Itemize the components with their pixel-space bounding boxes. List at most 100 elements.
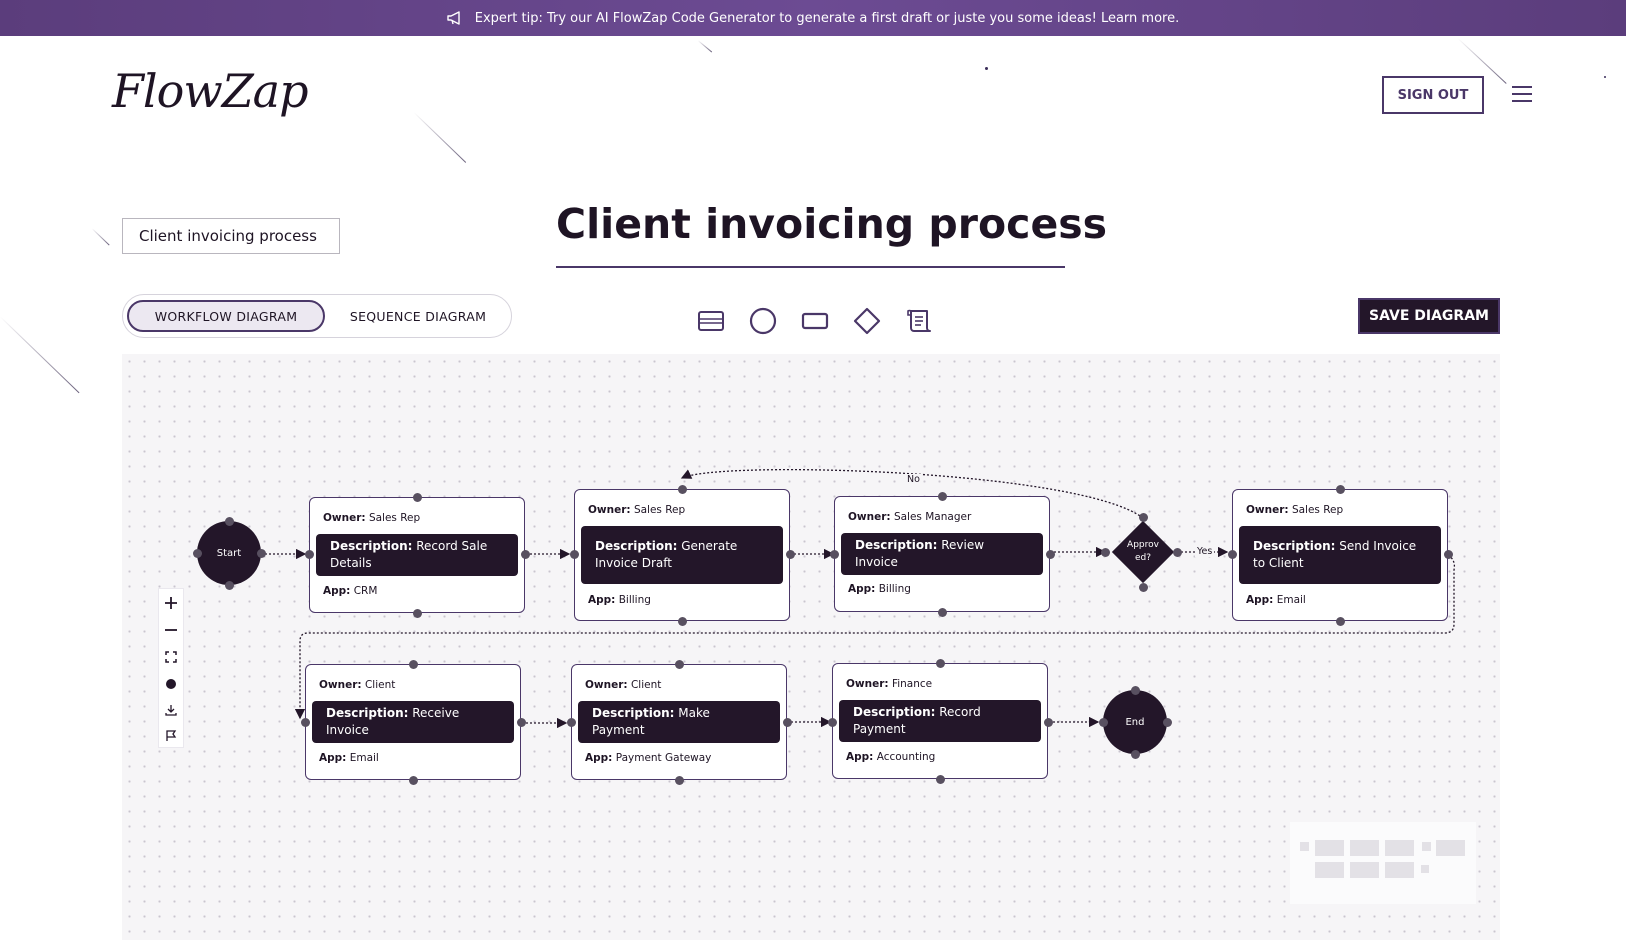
- connection-handle[interactable]: [677, 484, 687, 494]
- fit-view-icon[interactable]: [159, 644, 183, 670]
- zoom-in-icon[interactable]: [159, 590, 183, 616]
- diagram-name-input[interactable]: [122, 218, 340, 254]
- card-app: App: Billing: [588, 594, 651, 606]
- decorative-dot: [985, 67, 988, 70]
- card-generate-invoice[interactable]: Owner: Sales Rep Description: Generate I…: [574, 489, 790, 621]
- minimap-node: [1385, 840, 1414, 856]
- banner-text[interactable]: Expert tip: Try our AI FlowZap Code Gene…: [474, 10, 1180, 26]
- connection-handle[interactable]: [412, 492, 422, 502]
- card-node-tool[interactable]: [696, 306, 726, 336]
- connection-handle[interactable]: [937, 607, 947, 617]
- connection-handle[interactable]: [412, 608, 422, 618]
- decorative-streak: [413, 112, 467, 163]
- card-receive-invoice[interactable]: Owner: Client Description: Receive Invoi…: [305, 664, 521, 780]
- connection-handle[interactable]: [935, 658, 945, 668]
- edge-label-yes: Yes: [1195, 546, 1215, 557]
- flag-icon[interactable]: [159, 723, 183, 749]
- card-icon: [698, 311, 724, 331]
- tab-sequence-diagram[interactable]: SEQUENCE DIAGRAM: [349, 308, 487, 324]
- card-description: Description: Send Invoice to Client: [1239, 526, 1441, 584]
- minimap-node: [1300, 842, 1309, 851]
- connection-handle[interactable]: [1335, 484, 1345, 494]
- megaphone-icon: [447, 11, 465, 25]
- minimap-node: [1422, 842, 1431, 851]
- card-make-payment[interactable]: Owner: Client Description: Make Payment …: [571, 664, 787, 780]
- connection-handle[interactable]: [1130, 685, 1140, 695]
- connection-handle[interactable]: [408, 775, 418, 785]
- connection-handle[interactable]: [935, 774, 945, 784]
- minimap-node: [1315, 862, 1344, 878]
- connection-handle[interactable]: [516, 717, 526, 727]
- card-app: App: Payment Gateway: [585, 752, 712, 764]
- connection-handle[interactable]: [224, 580, 234, 590]
- connection-handle[interactable]: [1227, 549, 1237, 559]
- card-app: App: CRM: [323, 585, 378, 597]
- connection-handle[interactable]: [569, 549, 579, 559]
- card-review-invoice[interactable]: Owner: Sales Manager Description: Review…: [834, 496, 1050, 612]
- card-record-payment[interactable]: Owner: Finance Description: Record Payme…: [832, 663, 1048, 779]
- card-app: App: Email: [319, 752, 379, 764]
- connection-handle[interactable]: [408, 659, 418, 669]
- connection-handle[interactable]: [1335, 616, 1345, 626]
- card-record-sale[interactable]: Owner: Sales Rep Description: Record Sal…: [309, 497, 525, 613]
- flowzap-logo[interactable]: FlowZap: [112, 64, 309, 118]
- card-description: Description: Make Payment: [578, 701, 780, 743]
- connection-handle[interactable]: [1100, 547, 1110, 557]
- connection-handle[interactable]: [1098, 717, 1108, 727]
- card-owner: Owner: Sales Manager: [848, 511, 972, 523]
- connection-handle[interactable]: [785, 549, 795, 559]
- card-owner: Owner: Sales Rep: [323, 512, 421, 524]
- rectangle-node-tool[interactable]: [800, 306, 830, 336]
- edge-label-no: No: [905, 474, 922, 485]
- diamond-node-tool[interactable]: [852, 306, 882, 336]
- hamburger-menu-icon[interactable]: [1512, 86, 1532, 104]
- connection-handle[interactable]: [674, 659, 684, 669]
- card-description: Description: Record Sale Details: [316, 534, 518, 576]
- connection-handle[interactable]: [300, 717, 310, 727]
- connection-handle[interactable]: [1162, 717, 1172, 727]
- rectangle-icon: [801, 312, 829, 330]
- announcement-banner[interactable]: Expert tip: Try our AI FlowZap Code Gene…: [0, 0, 1626, 36]
- connection-handle[interactable]: [1043, 717, 1053, 727]
- connection-handle[interactable]: [1045, 549, 1055, 559]
- card-send-invoice[interactable]: Owner: Sales Rep Description: Send Invoi…: [1232, 489, 1448, 621]
- connection-handle[interactable]: [1130, 749, 1140, 759]
- note-node-tool[interactable]: [904, 306, 934, 336]
- connection-handle[interactable]: [520, 549, 530, 559]
- card-description: Description: Review Invoice: [841, 533, 1043, 575]
- card-owner: Owner: Client: [319, 679, 396, 691]
- card-description: Description: Generate Invoice Draft: [581, 526, 783, 584]
- connection-handle[interactable]: [1138, 582, 1148, 592]
- card-owner: Owner: Sales Rep: [588, 504, 686, 516]
- connection-handle[interactable]: [1138, 512, 1148, 522]
- connection-handle[interactable]: [192, 548, 202, 558]
- connection-handle[interactable]: [1443, 549, 1453, 559]
- download-icon[interactable]: [159, 697, 183, 723]
- tab-workflow-diagram[interactable]: WORKFLOW DIAGRAM: [127, 300, 325, 332]
- connection-handle[interactable]: [827, 717, 837, 727]
- zoom-out-icon[interactable]: [159, 617, 183, 643]
- connection-handle[interactable]: [782, 717, 792, 727]
- decorative-streak: [0, 316, 80, 394]
- connection-handle[interactable]: [677, 616, 687, 626]
- connection-handle[interactable]: [224, 516, 234, 526]
- connection-handle[interactable]: [304, 549, 314, 559]
- connection-handle[interactable]: [937, 491, 947, 501]
- end-node[interactable]: End: [1103, 690, 1167, 754]
- card-owner: Owner: Sales Rep: [1246, 504, 1344, 516]
- card-app: App: Accounting: [846, 751, 936, 763]
- connection-handle[interactable]: [829, 549, 839, 559]
- toggle-theme-icon[interactable]: [159, 671, 183, 697]
- minimap[interactable]: [1290, 822, 1476, 904]
- save-diagram-button[interactable]: SAVE DIAGRAM: [1358, 298, 1500, 334]
- circle-node-tool[interactable]: [748, 306, 778, 336]
- decorative-streak: [697, 40, 713, 53]
- connection-handle[interactable]: [1172, 547, 1182, 557]
- start-node[interactable]: Start: [197, 521, 261, 585]
- connection-handle[interactable]: [674, 775, 684, 785]
- card-app: App: Email: [1246, 594, 1306, 606]
- decision-label: Approv ed?: [1127, 540, 1159, 563]
- connection-handle[interactable]: [566, 717, 576, 727]
- connection-handle[interactable]: [256, 548, 266, 558]
- sign-out-button[interactable]: SIGN OUT: [1382, 76, 1484, 114]
